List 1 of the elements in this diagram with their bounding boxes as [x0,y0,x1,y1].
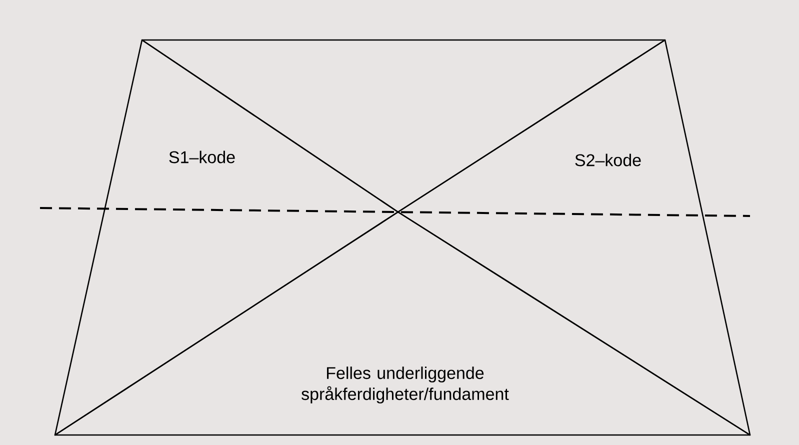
triangle: Felles underliggende språkferdigheter/fundament [54,211,751,436]
